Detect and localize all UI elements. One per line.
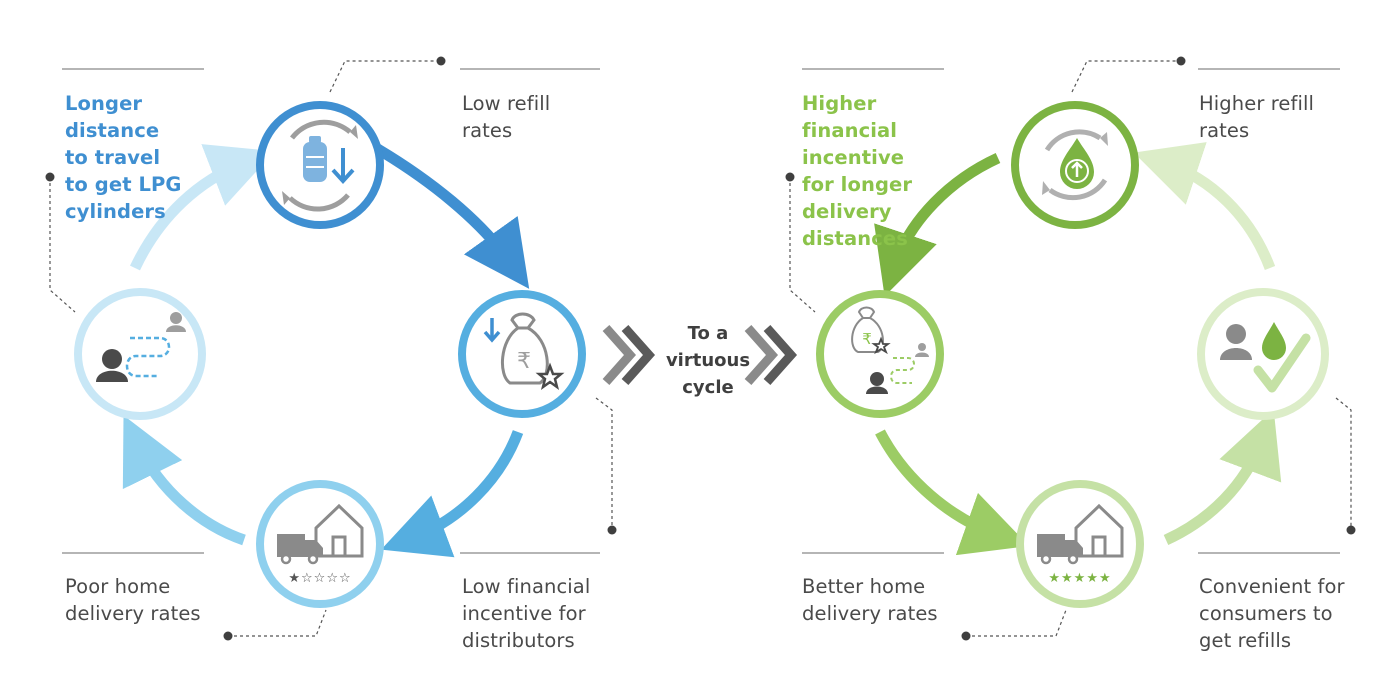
- label-higher-financial-incentive: Higher financial incentive for longer de…: [802, 92, 913, 250]
- person-distance-icon: [96, 312, 186, 382]
- label-longer-distance: Longer distance to travel to get LPG cyl…: [65, 92, 182, 223]
- arrow-right-top-left: [874, 153, 1001, 297]
- arrow-right-bottom-right: [1163, 409, 1282, 546]
- delivery-truck-house-green-icon: [1037, 503, 1124, 565]
- label-higher-refill-rates: Higher refill rates: [1199, 92, 1315, 142]
- svg-text:₹: ₹: [862, 330, 872, 348]
- node-consumer-circle: [1197, 288, 1329, 420]
- arrow-left-bottom-right: [381, 430, 524, 558]
- refill-drop-up-icon: [1042, 129, 1108, 201]
- rupee-money-bag-green-icon: ₹: [851, 306, 929, 394]
- left-rating-stars: ★☆☆☆☆: [288, 571, 351, 586]
- label-low-financial-incentive: Low financial incentive for distributors: [462, 575, 591, 652]
- label-convenient-for-consumers: Convenient for consumers to get refills: [1199, 575, 1345, 652]
- svg-text:₹: ₹: [517, 349, 531, 374]
- leader-dots: [45, 56, 1356, 641]
- right-cycle-arrows: [874, 142, 1282, 556]
- label-poor-home-delivery: Poor home delivery rates: [65, 575, 201, 625]
- arrow-right-top-right: [1133, 142, 1276, 270]
- arrow-left-bottom-left: [122, 415, 246, 546]
- node-distance-circle: [74, 288, 206, 420]
- label-better-home-delivery: Better home delivery rates: [802, 575, 938, 625]
- consumer-check-icon: [1220, 322, 1311, 393]
- label-low-refill-rates: Low refill rates: [462, 92, 551, 142]
- left-cycle-arrows: [122, 143, 530, 558]
- lpg-cylinder-down-icon: [282, 119, 358, 212]
- chevron-right-icon: [602, 325, 798, 385]
- rupee-money-bag-icon: ₹: [483, 312, 565, 390]
- arrow-right-bottom-left: [875, 429, 1030, 556]
- label-virtuous-cycle: To a virtuous cycle: [665, 323, 751, 398]
- leader-lines: [49, 60, 1352, 637]
- arrow-left-top-left: [130, 144, 275, 271]
- right-rating-stars: ★★★★★: [1048, 571, 1111, 586]
- rule-lines: [62, 68, 1340, 554]
- delivery-truck-house-icon: [277, 503, 364, 565]
- arrow-left-top-right: [373, 143, 530, 289]
